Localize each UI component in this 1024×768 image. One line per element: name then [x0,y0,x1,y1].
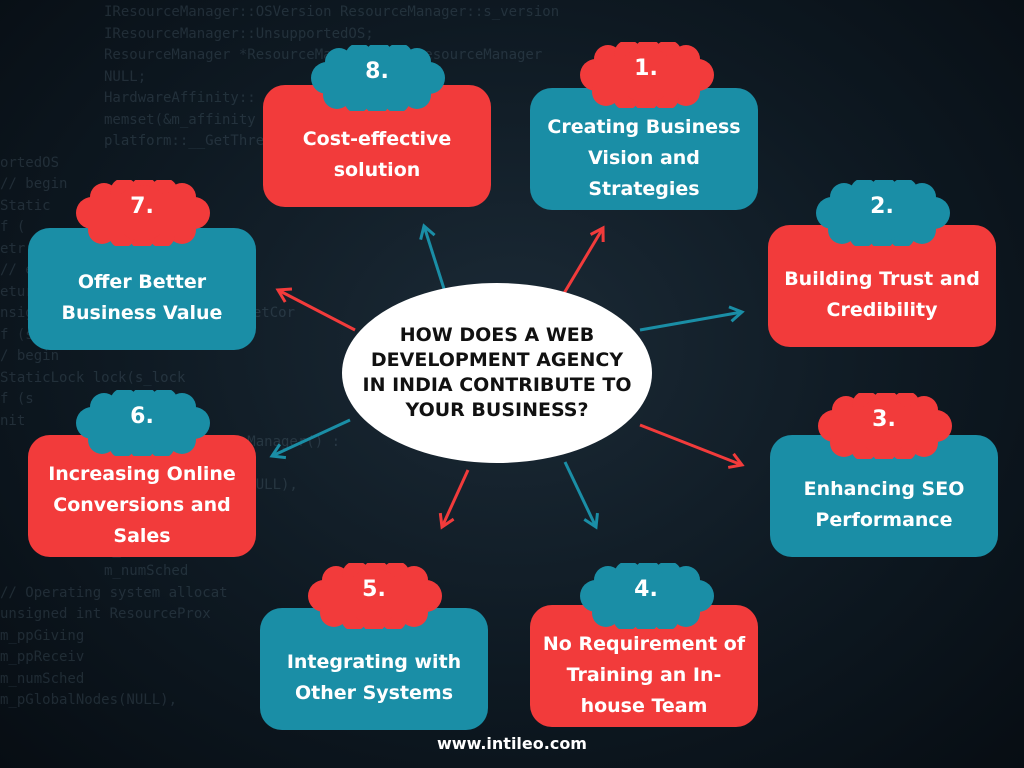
item-number: 8. [365,59,389,84]
arrowhead-6 [269,443,287,460]
code-line: IResourceManager::OSVersion ResourceMana… [104,4,560,20]
item-number: 4. [634,577,658,602]
code-line: // begin [0,176,68,192]
code-line: etr [0,240,26,257]
code-line: HardwareAffinity:: [104,90,256,106]
item-box-2: Building Trust and Credibility [768,225,996,347]
item-label: Offer Better Business Value [61,271,223,324]
item-box-8: Cost-effective solution [263,85,491,207]
number-badge-2: 2. [814,180,950,246]
arrowhead-2 [728,305,745,323]
item-label: Integrating with Other Systems [286,651,462,704]
center-question: HOW DOES A WEB DEVELOPMENT AGENCY IN IND… [342,283,652,463]
arrowhead-5 [438,512,455,530]
item-number: 5. [362,577,386,602]
item-number: 3. [872,407,896,432]
code-line: // Operating system allocat [0,584,228,601]
arrowhead-7 [275,287,293,303]
code-line: StaticLock lock(s_lock [0,369,186,386]
arrow-8 [422,225,447,293]
number-badge-1: 1. [578,42,714,108]
code-line: unsigned int ResourceProx [0,606,211,622]
code-line: m_ppGiving [0,627,85,644]
code-line: f ( [0,219,26,235]
item-label: Building Trust and Credibility [784,268,980,321]
arrow-2 [639,310,743,332]
code-line: NULL; [104,68,147,85]
number-badge-5: 5. [306,563,442,629]
arrowhead-1 [589,225,605,243]
code-line: m_pGlobalNodes(NULL), [0,692,178,708]
item-number: 2. [870,194,894,219]
number-badge-6: 6. [74,390,210,456]
code-line: m_numSched [104,563,189,579]
item-label: No Requirement of Training an In-house T… [542,632,746,717]
arrow-1 [558,227,605,301]
code-line: ortedOS [0,154,60,171]
item-label: Cost-effective solution [302,128,452,181]
item-label: Enhancing SEO Performance [803,478,965,531]
code-line: platform::__GetThread [104,133,282,149]
item-number: 1. [634,56,658,81]
arrow-5 [440,469,470,528]
code-line: m_ppReceiv [0,649,85,665]
number-badge-8: 8. [309,45,445,111]
code-line: IResourceManager::UnsupportedOS; [104,25,374,42]
code-line: / begin [0,348,60,364]
item-box-7: Offer Better Business Value [28,228,256,350]
arrow-3 [639,423,743,467]
item-label: Increasing Online Conversions and Sales [48,462,236,547]
number-badge-7: 7. [74,180,210,246]
code-line: Static [0,197,51,214]
website-url: www.intileo.com [437,734,587,753]
arrow-4 [563,461,598,528]
code-line: m_numSched [0,670,85,687]
number-badge-4: 4. [578,563,714,629]
arrow-6 [271,418,351,458]
arrowhead-4 [583,512,599,530]
number-badge-3: 3. [816,393,952,459]
item-box-1: Creating Business Vision and Strategies [530,88,758,210]
item-number: 7. [130,194,154,219]
item-label: Creating Business Vision and Strategies [547,115,741,200]
item-number: 6. [130,404,154,429]
arrow-7 [277,288,356,332]
code-line: memset(&m_affinity [104,111,256,128]
code-line: f (s [0,391,34,407]
arrowhead-8 [419,223,436,240]
arrowhead-3 [727,452,745,469]
code-line: nit [0,412,26,429]
